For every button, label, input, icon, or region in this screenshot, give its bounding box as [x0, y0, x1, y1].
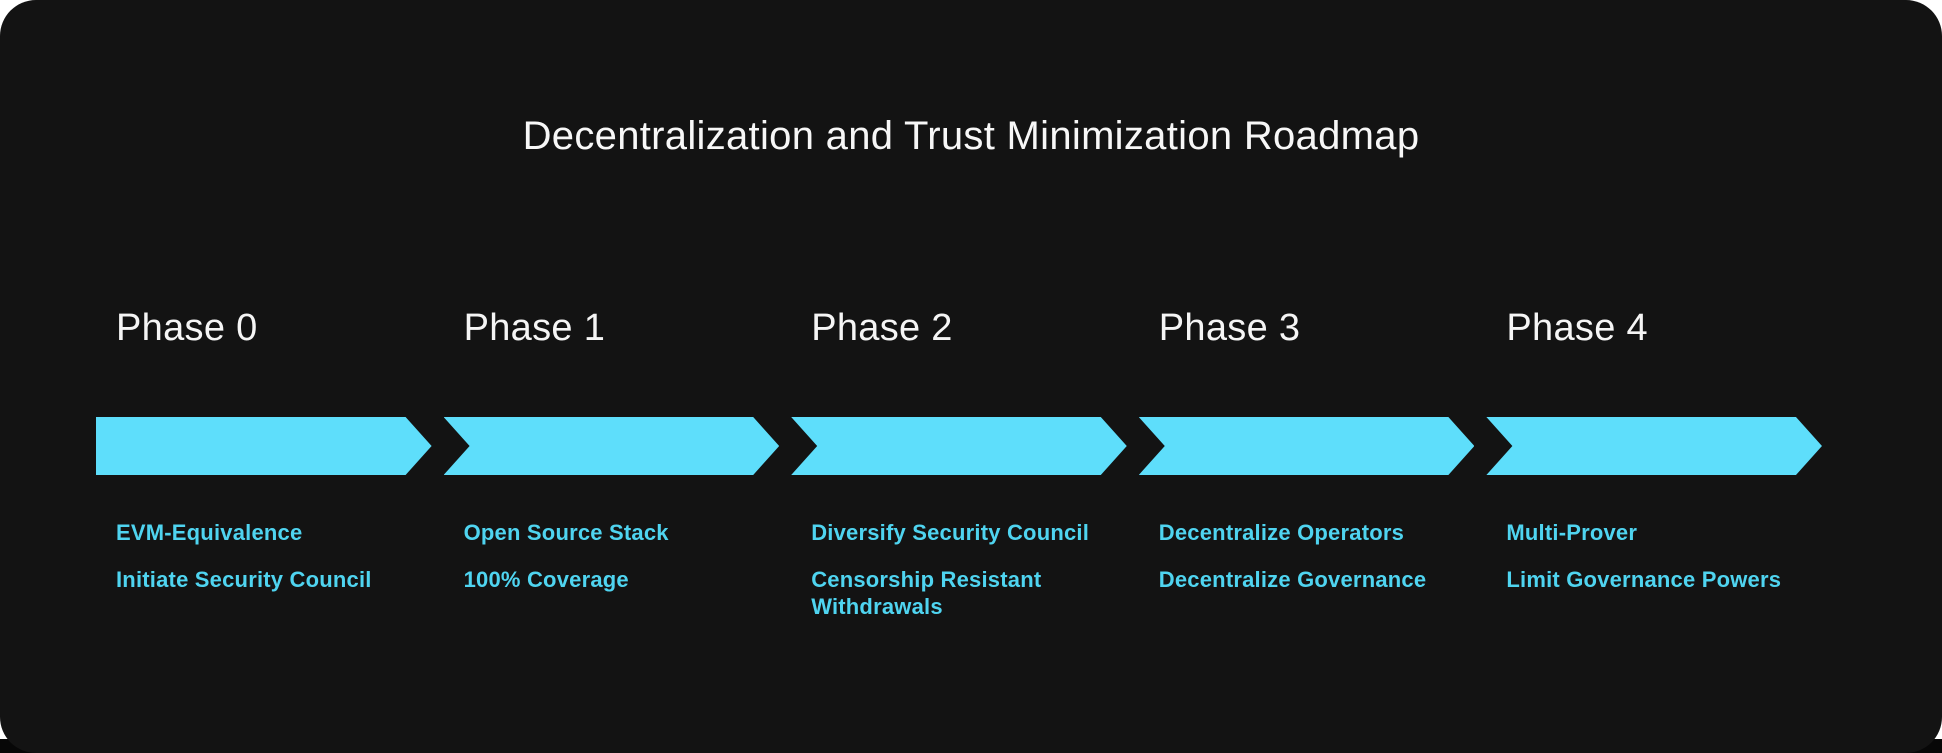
phase-0-items: EVM-Equivalence Initiate Security Counci…: [96, 519, 432, 620]
roadmap-item: Diversify Security Council: [811, 520, 1090, 545]
phase-1-items: Open Source Stack 100% Coverage: [444, 519, 780, 620]
phase-3-arrow: [1139, 417, 1475, 475]
phase-label-3: Phase 3: [1158, 307, 1301, 349]
phase-0-arrow: [96, 417, 432, 475]
phase-items-row: EVM-Equivalence Initiate Security Counci…: [96, 519, 1822, 620]
roadmap-item: EVM-Equivalence: [116, 520, 303, 545]
phase-label-row: Phase 0 Phase 1 Phase 2 Phase 3 Phase 4: [96, 304, 1822, 353]
phase-2-items: Diversify Security Council Censorship Re…: [791, 519, 1127, 620]
roadmap-item: Open Source Stack: [463, 520, 669, 545]
roadmap-item: Limit Governance Powers: [1506, 567, 1782, 592]
phase-label-0: Phase 0: [116, 307, 258, 349]
phase-label-2: Phase 2: [811, 307, 953, 349]
phase-4-arrow: [1486, 417, 1822, 475]
phase-1-arrow: [444, 417, 780, 475]
phase-2-arrow: [791, 417, 1127, 475]
phase-label-1: Phase 1: [463, 307, 606, 349]
roadmap-item: 100% Coverage: [463, 567, 629, 592]
roadmap-item: Initiate Security Council: [116, 567, 372, 592]
roadmap-item: Multi-Prover: [1506, 520, 1638, 545]
phase-4-items: Multi-Prover Limit Governance Powers: [1486, 519, 1822, 620]
page-title: Decentralization and Trust Minimization …: [522, 114, 1420, 158]
phase-label-4: Phase 4: [1506, 307, 1648, 349]
phase-3-items: Decentralize Operators Decentralize Gove…: [1139, 519, 1475, 620]
roadmap-item: Censorship Resistant Withdrawals: [811, 567, 1042, 619]
roadmap-content: Phase 0 Phase 1 Phase 2 Phase 3 Phase 4 …: [96, 304, 1822, 620]
timeline-arrow-row: [96, 417, 1822, 475]
roadmap-item: Decentralize Operators: [1158, 520, 1405, 545]
roadmap-item: Decentralize Governance: [1158, 567, 1427, 592]
